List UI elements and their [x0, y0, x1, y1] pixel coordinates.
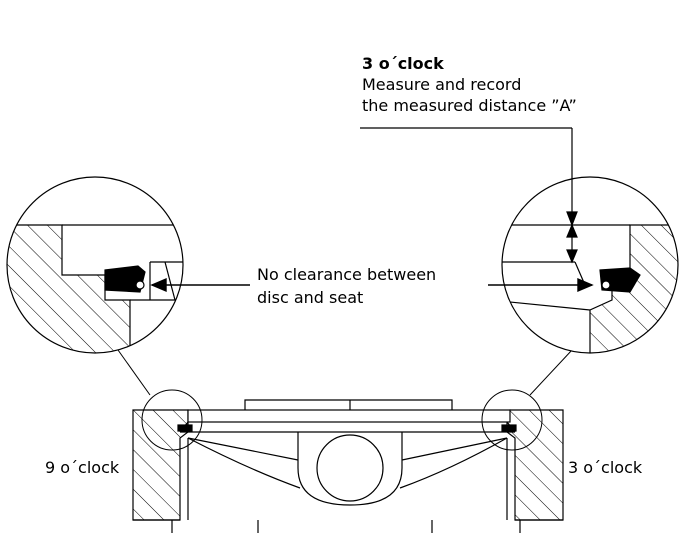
clearance-annotation-line2: disc and seat: [257, 288, 364, 307]
detail-marker-right: [481, 389, 543, 451]
leader-line-right: [529, 349, 573, 396]
detail-circle-left: [6, 176, 184, 354]
detail-view-right: [502, 177, 678, 353]
disc-plate: [187, 409, 511, 423]
clearance-arrows: [150, 277, 594, 293]
center-boss: [297, 432, 403, 506]
top-annotation-line1: Measure and record: [362, 75, 522, 94]
detail-view-left: [7, 177, 183, 353]
label-3-oclock: 3 o´clock: [568, 458, 643, 477]
leader-line-left: [117, 349, 151, 396]
label-9-oclock: 9 o´clock: [45, 458, 120, 477]
clearance-annotation-line1: No clearance between: [257, 265, 437, 284]
dimension-a-indicator: [360, 127, 578, 264]
top-annotation-heading: 3 o´clock: [362, 54, 444, 73]
detail-circle-right: [501, 176, 679, 354]
shaft-bore: [316, 434, 384, 502]
detail-marker-left: [141, 389, 203, 451]
valve-body: [132, 399, 564, 533]
top-annotation-line2: the measured distance ”A”: [362, 96, 577, 115]
